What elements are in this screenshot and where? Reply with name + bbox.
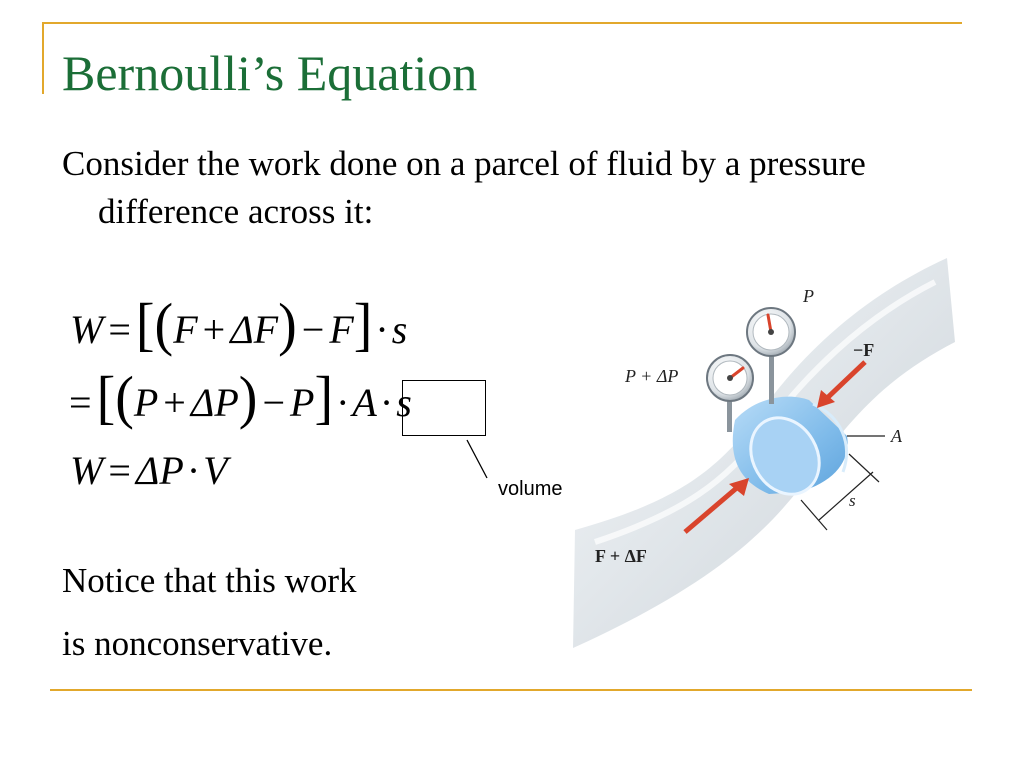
equation-work-volume: W=ΔP·V — [70, 447, 228, 494]
eq-op: = — [69, 380, 92, 425]
label-p-plus-dp: P + ΔP — [624, 366, 678, 386]
bottom-rule — [50, 689, 972, 691]
eq-var: P — [133, 380, 159, 425]
gauge-p-icon — [746, 307, 796, 357]
eq-var: W — [70, 448, 104, 493]
label-a: A — [890, 426, 903, 446]
eq-var: W — [70, 307, 104, 352]
bracket-open: [( — [96, 365, 134, 431]
gauge-stem — [769, 354, 774, 404]
slide-title: Bernoulli’s Equation — [62, 45, 478, 101]
label-p: P — [802, 286, 814, 306]
bracket-close: ) — [278, 292, 297, 358]
eq-var: ΔP — [135, 448, 184, 493]
bracket-close: ] — [314, 365, 334, 431]
eq-op: − — [262, 380, 285, 425]
left-rule — [42, 22, 44, 94]
bracket-close: ) — [238, 365, 258, 431]
top-rule — [42, 22, 962, 24]
parcel-rim — [812, 402, 848, 473]
dot-operator: · — [375, 307, 389, 352]
eq-var: s — [391, 307, 408, 352]
parcel-face — [749, 416, 821, 496]
bracket-open: [( — [135, 292, 174, 358]
note-line-1: Notice that this work — [62, 561, 357, 600]
label-neg-f: −F — [853, 340, 874, 360]
pipe-diagram: P P + ΔP −F A s F + ΔF — [573, 258, 955, 648]
label-s: s — [849, 491, 856, 510]
eq-var: V — [203, 448, 228, 493]
force-arrow-f-plus-df-icon — [683, 478, 749, 534]
dot-operator: · — [186, 448, 201, 493]
gauge-p-plus-dp-icon — [706, 354, 754, 402]
equation-work-force: W=[(F+ΔF)−F]·s — [70, 292, 408, 358]
eq-op: − — [301, 307, 325, 352]
eq-var: s — [396, 380, 412, 425]
dot-operator: · — [336, 380, 350, 425]
bracket-close: ] — [353, 292, 373, 358]
eq-op: = — [108, 307, 131, 352]
note-line-2: is nonconservative. — [62, 624, 333, 663]
eq-op: + — [202, 307, 226, 352]
intro-text: Consider the work done on a parcel of fl… — [62, 144, 866, 231]
eq-var: P — [290, 380, 315, 425]
label-f-plus-df: F + ΔF — [595, 546, 647, 566]
eq-var: ΔF — [230, 307, 279, 352]
eq-var: F — [173, 307, 198, 352]
equation-work-pressure: =[(P+ΔP)−P]·A·s — [64, 365, 412, 431]
eq-op: + — [163, 380, 186, 425]
dot-operator: · — [379, 380, 394, 425]
volume-highlight-box — [402, 380, 486, 436]
eq-var: A — [352, 380, 377, 425]
eq-var: F — [329, 307, 354, 352]
eq-var: ΔP — [190, 380, 239, 425]
gauge-stem — [727, 396, 732, 432]
eq-op: = — [108, 448, 131, 493]
volume-label: volume — [498, 478, 563, 500]
force-arrow-neg-f-icon — [817, 360, 867, 408]
length-dimension — [800, 453, 880, 531]
